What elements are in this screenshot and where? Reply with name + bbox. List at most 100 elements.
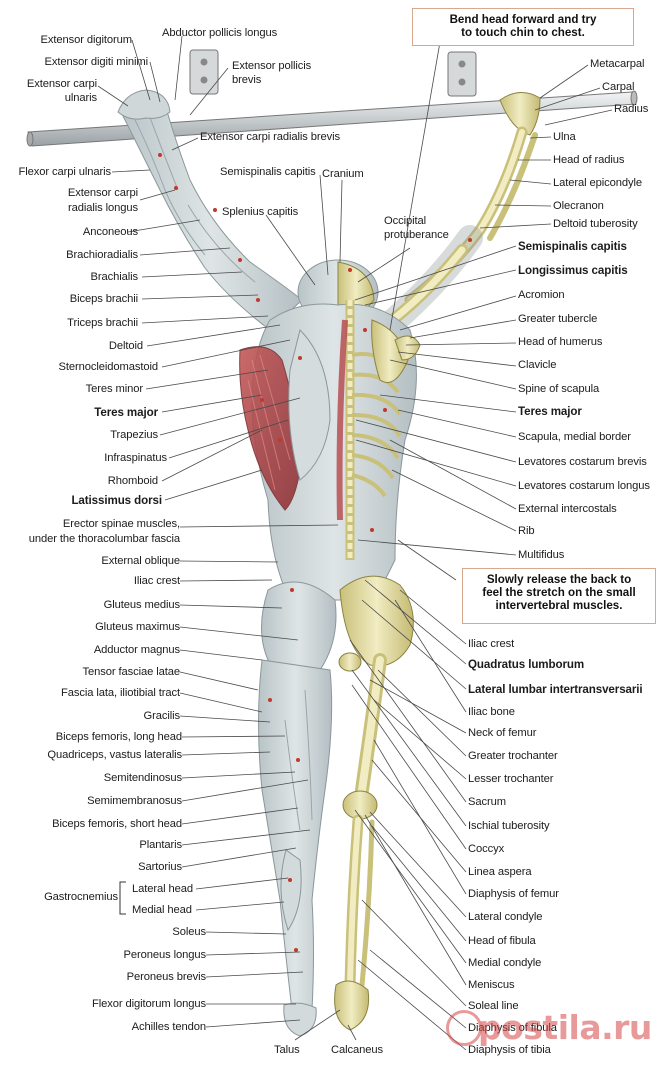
- left-label: Semimembranosus: [87, 795, 182, 807]
- left-label: Flexor carpi ulnaris: [18, 166, 111, 178]
- left-label: Triceps brachii: [67, 317, 138, 329]
- right-label: Iliac bone: [468, 706, 515, 718]
- left-label-bold: Teres major: [94, 406, 158, 419]
- note-middle: Slowly release the back to feel the stre…: [462, 568, 656, 624]
- left-label: Fascia lata, iliotibial tract: [61, 687, 180, 699]
- left-label: Gluteus maximus: [95, 621, 180, 633]
- left-label: Peroneus brevis: [126, 971, 206, 983]
- note-middle-line2: feel the stretch on the small: [482, 586, 636, 599]
- left-label: Iliac crest: [133, 575, 180, 587]
- left-label: Lateral head: [132, 883, 194, 895]
- left-label: Medial head: [132, 904, 192, 916]
- right-label: Ischial tuberosity: [468, 820, 550, 832]
- right-label-bold: Lateral lumbar intertransversarii: [468, 683, 643, 696]
- left-label: Achilles tendon: [131, 1021, 206, 1033]
- left-label: External oblique: [101, 555, 180, 567]
- note-top-line2: to touch chin to chest.: [461, 26, 585, 39]
- left-label: Semitendinosus: [103, 772, 182, 784]
- left-label: Deltoid: [108, 340, 143, 352]
- right-label: Ulna: [553, 131, 576, 143]
- right-label: Lateral condyle: [468, 911, 543, 923]
- note-middle-line3: intervertebral muscles.: [495, 599, 623, 612]
- bottom-label: Calcaneus: [331, 1044, 383, 1056]
- left-label: Peroneus longus: [123, 949, 207, 961]
- note-top: Bend head forward and try to touch chin …: [412, 8, 634, 46]
- right-label: Rib: [518, 525, 535, 537]
- left-label: Soleus: [172, 926, 206, 938]
- right-label: Diaphysis of tibia: [468, 1044, 551, 1056]
- left-label: under the thoracolumbar fascia: [28, 533, 180, 545]
- left-label: Extensor digiti minimi: [44, 56, 149, 68]
- right-label: Deltoid tuberosity: [553, 218, 638, 230]
- right-label: Metacarpal: [590, 58, 645, 70]
- right-label-bold: Teres major: [518, 405, 582, 418]
- attachment-points: [158, 153, 472, 952]
- top-label: Semispinalis capitis: [220, 166, 316, 178]
- right-label: Levatores costarum brevis: [518, 456, 647, 468]
- watermark-logo-icon: [446, 1010, 482, 1046]
- left-label: Teres minor: [85, 383, 143, 395]
- left-label: Sternocleidomastoid: [58, 361, 159, 373]
- gastrocnemius-bracket: [119, 881, 126, 915]
- right-label: Soleal line: [468, 1000, 519, 1012]
- right-label: Clavicle: [518, 359, 557, 371]
- right-label: Head of humerus: [518, 336, 603, 348]
- right-label: Iliac crest: [468, 638, 515, 650]
- pull-up-bar: [26, 49, 638, 147]
- left-label: Extensor digitorum: [40, 34, 133, 46]
- right-label: Diaphysis of femur: [468, 888, 559, 900]
- left-arm-muscles: [117, 89, 303, 331]
- right-label: Head of fibula: [468, 935, 536, 947]
- pelvis-and-legs: [258, 575, 414, 1037]
- right-label-bold: Longissimus capitis: [518, 264, 628, 277]
- right-label: Lateral epicondyle: [553, 177, 643, 189]
- right-label: Medial condyle: [468, 957, 542, 969]
- right-label: Greater tubercle: [518, 313, 598, 325]
- right-label: Coccyx: [468, 843, 505, 855]
- left-label: Extensor carpi: [67, 187, 138, 199]
- right-label: Levatores costarum longus: [518, 480, 650, 492]
- right-label: Neck of femur: [468, 727, 537, 739]
- left-label: radialis longus: [67, 202, 138, 214]
- left-label: Biceps brachii: [69, 293, 138, 305]
- top-label: Cranium: [322, 168, 364, 180]
- right-label: Greater trochanter: [468, 750, 558, 762]
- left-label: Infraspinatus: [104, 452, 167, 464]
- left-label: Adductor magnus: [93, 644, 180, 656]
- top-label: protuberance: [384, 229, 449, 241]
- right-label: Sacrum: [468, 796, 506, 808]
- left-label: Erector spinae muscles,: [62, 518, 180, 530]
- left-label: ulnaris: [64, 92, 97, 104]
- right-label: External intercostals: [518, 503, 617, 515]
- left-label: Biceps femoris, long head: [55, 731, 182, 743]
- bottom-label: Talus: [274, 1044, 300, 1056]
- top-label: Occipital: [384, 215, 426, 227]
- right-label: Diaphysis of fibula: [468, 1022, 557, 1034]
- top-label: Extensor pollicis: [232, 60, 312, 72]
- note-middle-line1: Slowly release the back to: [486, 573, 632, 586]
- right-label-bold: Semispinalis capitis: [518, 240, 627, 253]
- top-label: Abductor pollicis longus: [162, 27, 278, 39]
- right-label: Acromion: [518, 289, 565, 301]
- right-label: Spine of scapula: [518, 383, 600, 395]
- left-label: Trapezius: [110, 429, 158, 441]
- right-label: Multifidus: [518, 549, 565, 561]
- left-label: Gluteus medius: [103, 599, 180, 611]
- right-arm-skeleton: [362, 92, 541, 363]
- left-label: Brachialis: [90, 271, 139, 283]
- note-top-line1: Bend head forward and try: [449, 13, 597, 26]
- watermark: postila.ru: [478, 1008, 652, 1047]
- left-label: Gracilis: [143, 710, 181, 722]
- left-label-group: Gastrocnemius: [44, 891, 118, 903]
- left-label: Plantaris: [139, 839, 182, 851]
- right-label: Scapula, medial border: [518, 431, 631, 443]
- left-label-bold: Latissimus dorsi: [71, 494, 162, 507]
- left-label: Anconeous: [82, 226, 138, 238]
- left-label: Sartorius: [138, 861, 182, 873]
- top-label: brevis: [232, 74, 262, 86]
- left-label: Tensor fasciae latae: [82, 666, 180, 678]
- right-label: Carpal: [602, 81, 635, 93]
- torso: [239, 300, 421, 601]
